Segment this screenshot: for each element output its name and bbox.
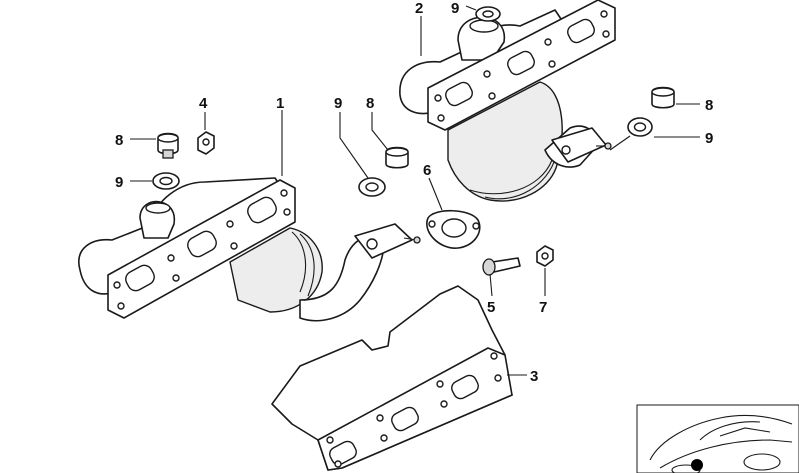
washer-9-mid: [358, 177, 386, 197]
sleeve-8-left: [157, 132, 179, 159]
callout-9-mid: 9: [334, 95, 342, 112]
car-locator-inset: [636, 404, 799, 473]
callout-8-mid: 8: [366, 95, 374, 112]
callout-9-top: 9: [451, 0, 459, 17]
gasket-6: [426, 209, 481, 249]
washer-9-right: [627, 117, 653, 137]
callout-1: 1: [276, 95, 284, 112]
nut-4: [197, 131, 215, 155]
callout-7: 7: [539, 299, 547, 316]
callout-6: 6: [423, 162, 431, 179]
exhaust-manifold-rear: [399, 0, 616, 202]
leader-lines: [130, 5, 700, 376]
callout-8-left: 8: [115, 132, 123, 149]
exhaust-manifold-front: [78, 177, 421, 322]
locator-dot: [691, 459, 703, 471]
sleeve-8-right: [651, 86, 675, 109]
washer-9-top: [475, 6, 501, 22]
washer-9-left: [152, 172, 180, 190]
callout-8-right: 8: [705, 97, 713, 114]
nut-7: [536, 245, 554, 267]
sleeve-8-mid: [385, 146, 409, 169]
callout-5: 5: [487, 299, 495, 316]
callout-2: 2: [415, 0, 423, 17]
heat-shield: [271, 285, 513, 471]
bolt-5: [482, 257, 521, 276]
callout-3: 3: [530, 368, 538, 385]
callout-9-right: 9: [705, 130, 713, 147]
callout-4: 4: [199, 95, 208, 112]
callout-9-left: 9: [115, 174, 123, 191]
callout-numbers: 1 2 3 4 5 6 7 8 8 8 9 9 9 9: [115, 0, 713, 385]
